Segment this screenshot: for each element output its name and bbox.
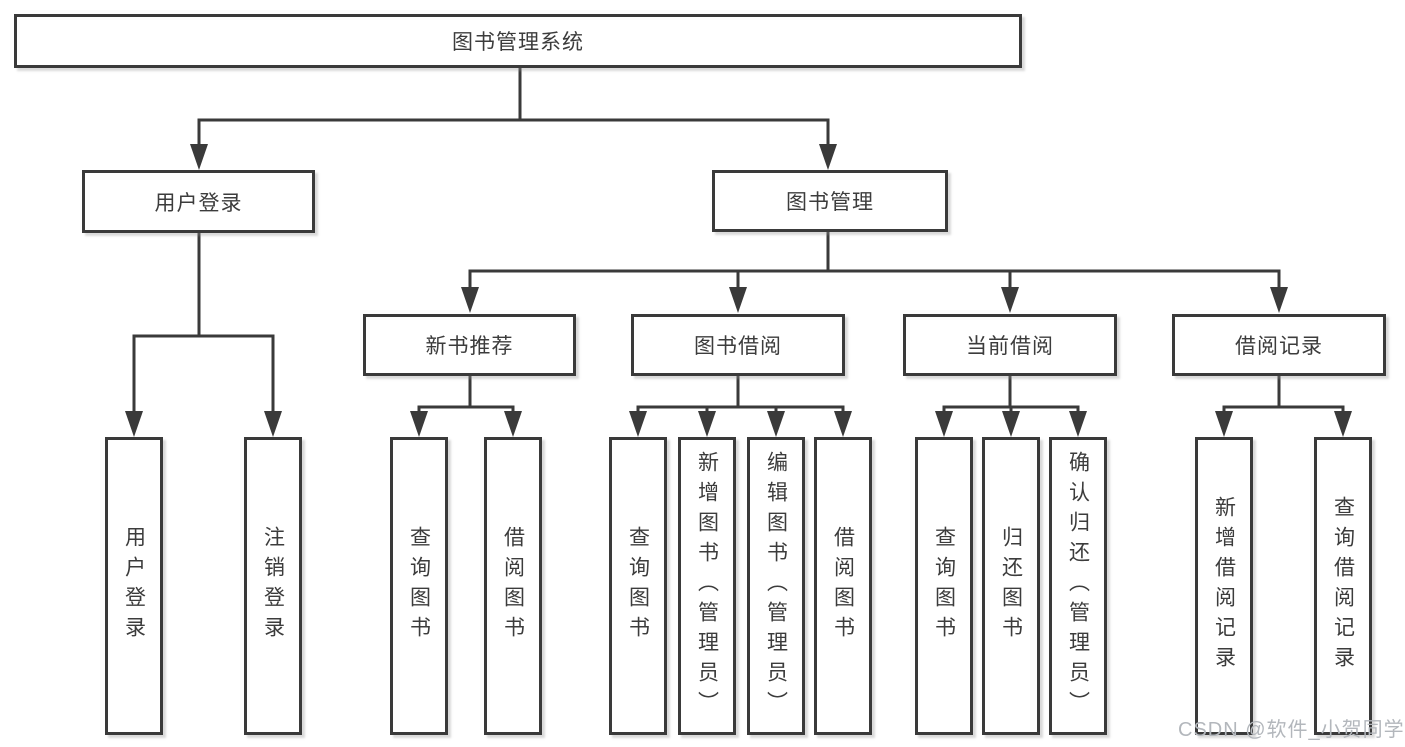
connector-root-to-level2 <box>190 68 837 170</box>
node-user-login-group: 用户登录 <box>82 170 315 233</box>
node-label: 查询图书 <box>932 526 956 646</box>
node-current-borrowing: 当前借阅 <box>903 314 1117 376</box>
connector-current-borrowing-to-leaves <box>935 376 1087 437</box>
node-label: 查询借阅记录 <box>1331 496 1355 676</box>
node-label: 新书推荐 <box>425 335 514 358</box>
node-leaf-bb-borrow-books: 借阅图书 <box>814 437 872 735</box>
node-leaf-cb-query-books: 查询图书 <box>915 437 973 735</box>
node-book-borrowing: 图书借阅 <box>631 314 845 376</box>
connector-book-borrowing-to-leaves <box>629 376 852 437</box>
node-leaf-cb-confirm-return-admin: 确认归还（管理员） <box>1049 437 1107 735</box>
node-label: 查询图书 <box>626 526 650 646</box>
connector-user-login-to-leaves <box>125 233 282 437</box>
node-leaf-nbr-borrow-books: 借阅图书 <box>484 437 542 735</box>
node-leaf-user-login: 用户登录 <box>105 437 163 735</box>
node-borrowing-records: 借阅记录 <box>1172 314 1386 376</box>
node-leaf-cb-return-books: 归还图书 <box>982 437 1040 735</box>
node-label: 图书管理系统 <box>452 31 584 54</box>
node-label: 图书管理 <box>786 191 874 214</box>
node-leaf-br-add-record: 新增借阅记录 <box>1195 437 1253 735</box>
node-new-book-recommend: 新书推荐 <box>363 314 576 376</box>
node-label: 新增图书（管理员） <box>695 451 719 721</box>
node-leaf-bb-edit-books-admin: 编辑图书（管理员） <box>747 437 805 735</box>
node-label: 当前借阅 <box>966 335 1054 358</box>
node-label: 编辑图书（管理员） <box>764 451 788 721</box>
node-leaf-logout: 注销登录 <box>244 437 302 735</box>
node-leaf-bb-query-books: 查询图书 <box>609 437 667 735</box>
connector-borrowing-records-to-leaves <box>1215 376 1352 437</box>
node-library-management-system: 图书管理系统 <box>14 14 1022 68</box>
node-leaf-bb-add-books-admin: 新增图书（管理员） <box>678 437 736 735</box>
node-label: 用户登录 <box>154 191 243 215</box>
node-label: 借阅图书 <box>501 526 525 646</box>
node-label: 确认归还（管理员） <box>1066 451 1090 721</box>
node-label: 用户登录 <box>122 526 146 646</box>
node-label: 归还图书 <box>999 526 1023 646</box>
node-label: 借阅图书 <box>831 526 855 646</box>
node-label: 查询图书 <box>407 526 431 646</box>
node-leaf-br-query-record: 查询借阅记录 <box>1314 437 1372 735</box>
node-label: 注销登录 <box>261 526 285 646</box>
node-label: 借阅记录 <box>1235 335 1323 358</box>
node-book-management: 图书管理 <box>712 170 948 232</box>
connector-new-book-recommend-to-leaves <box>410 376 522 437</box>
node-leaf-nbr-query-books: 查询图书 <box>390 437 448 735</box>
watermark: CSDN @软件_小贺同学 <box>1178 719 1405 741</box>
connector-book-management-to-level3 <box>461 232 1288 313</box>
node-label: 新增借阅记录 <box>1212 496 1236 676</box>
node-label: 图书借阅 <box>694 335 782 358</box>
